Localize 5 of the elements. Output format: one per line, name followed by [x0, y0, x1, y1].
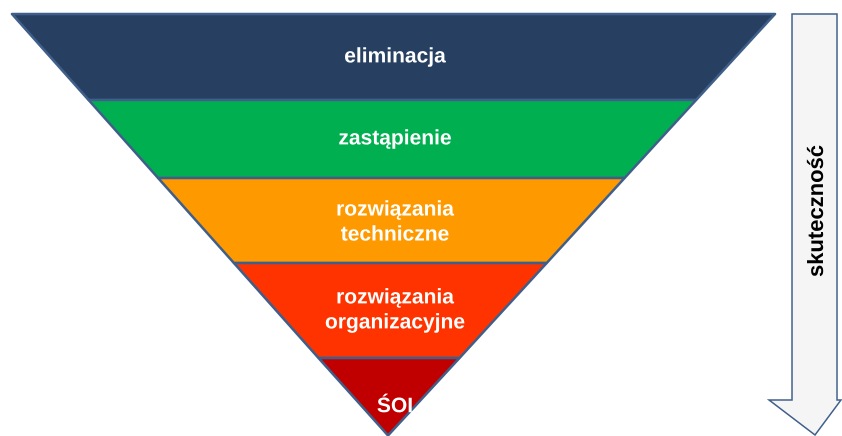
funnel-band: ŚOI	[317, 356, 461, 436]
funnel-band: rozwiązania techniczne	[156, 176, 626, 264]
funnel-band: zastąpienie	[87, 98, 698, 180]
funnel-band: rozwiązania organizacyjne	[232, 262, 548, 360]
funnel-band: eliminacja	[10, 12, 776, 102]
